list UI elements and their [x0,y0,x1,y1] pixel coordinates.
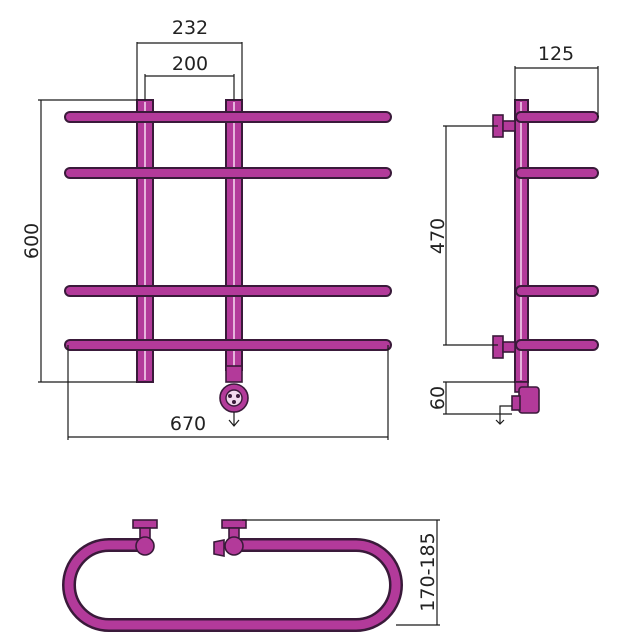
top-left-mount-icon [132,519,158,556]
front-right-riser [225,99,243,371]
dimension-label-470: 470 [427,218,449,254]
dimension-670: 670 [67,345,389,440]
dimension-label-125: 125 [538,43,574,65]
dimension-label-170-185: 170-185 [417,532,439,611]
top-view: 170-185 [62,519,440,632]
top-right-mount-icon [213,519,247,557]
top-loop-pipe [62,538,403,632]
dimension-170-185: 170-185 [242,519,440,626]
side-heating-element-icon [495,381,540,425]
dimension-label-60: 60 [427,386,449,410]
dimension-232: 232 [136,17,243,100]
dimension-label-200: 200 [172,53,208,75]
side-view: 125 470 60 [427,43,599,425]
dimension-label-600: 600 [21,223,43,259]
dimension-470: 470 [427,125,498,346]
dimension-200: 200 [144,53,235,100]
heating-element-icon [219,365,249,427]
dimension-125: 125 [514,43,599,117]
front-view: 232 200 600 670 [21,17,392,440]
dimension-60: 60 [427,381,515,415]
wall-mount-bottom-icon [492,335,516,359]
dimension-600: 600 [21,99,137,383]
dimension-label-670: 670 [170,413,206,435]
dimension-label-232: 232 [172,17,208,39]
